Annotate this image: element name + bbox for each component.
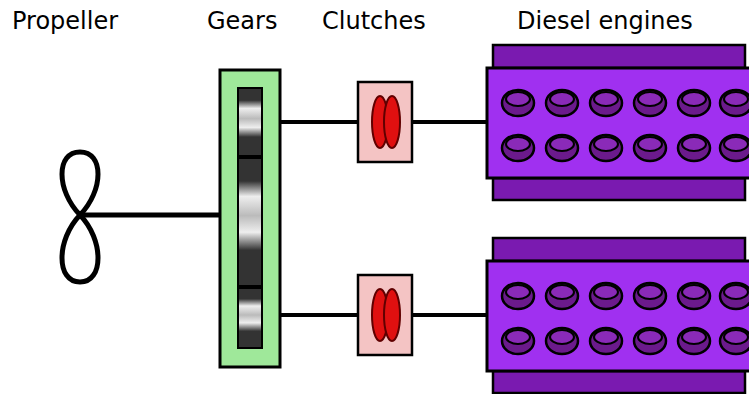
part-label: Diesel engines (517, 8, 693, 34)
part-label: Gears (207, 8, 277, 34)
propeller-shaft (82, 213, 238, 218)
propeller-symbol (62, 152, 98, 282)
upper-gear (238, 88, 262, 156)
lower-gear (238, 288, 262, 348)
gear-box (220, 70, 280, 367)
part-label: Clutches (322, 8, 426, 34)
main-gear (238, 158, 262, 286)
upper-clutch (358, 82, 412, 162)
lower-engine (487, 238, 749, 393)
upper-engine (487, 45, 749, 200)
lower-clutch (358, 275, 412, 355)
part-label: Propeller (12, 8, 118, 34)
